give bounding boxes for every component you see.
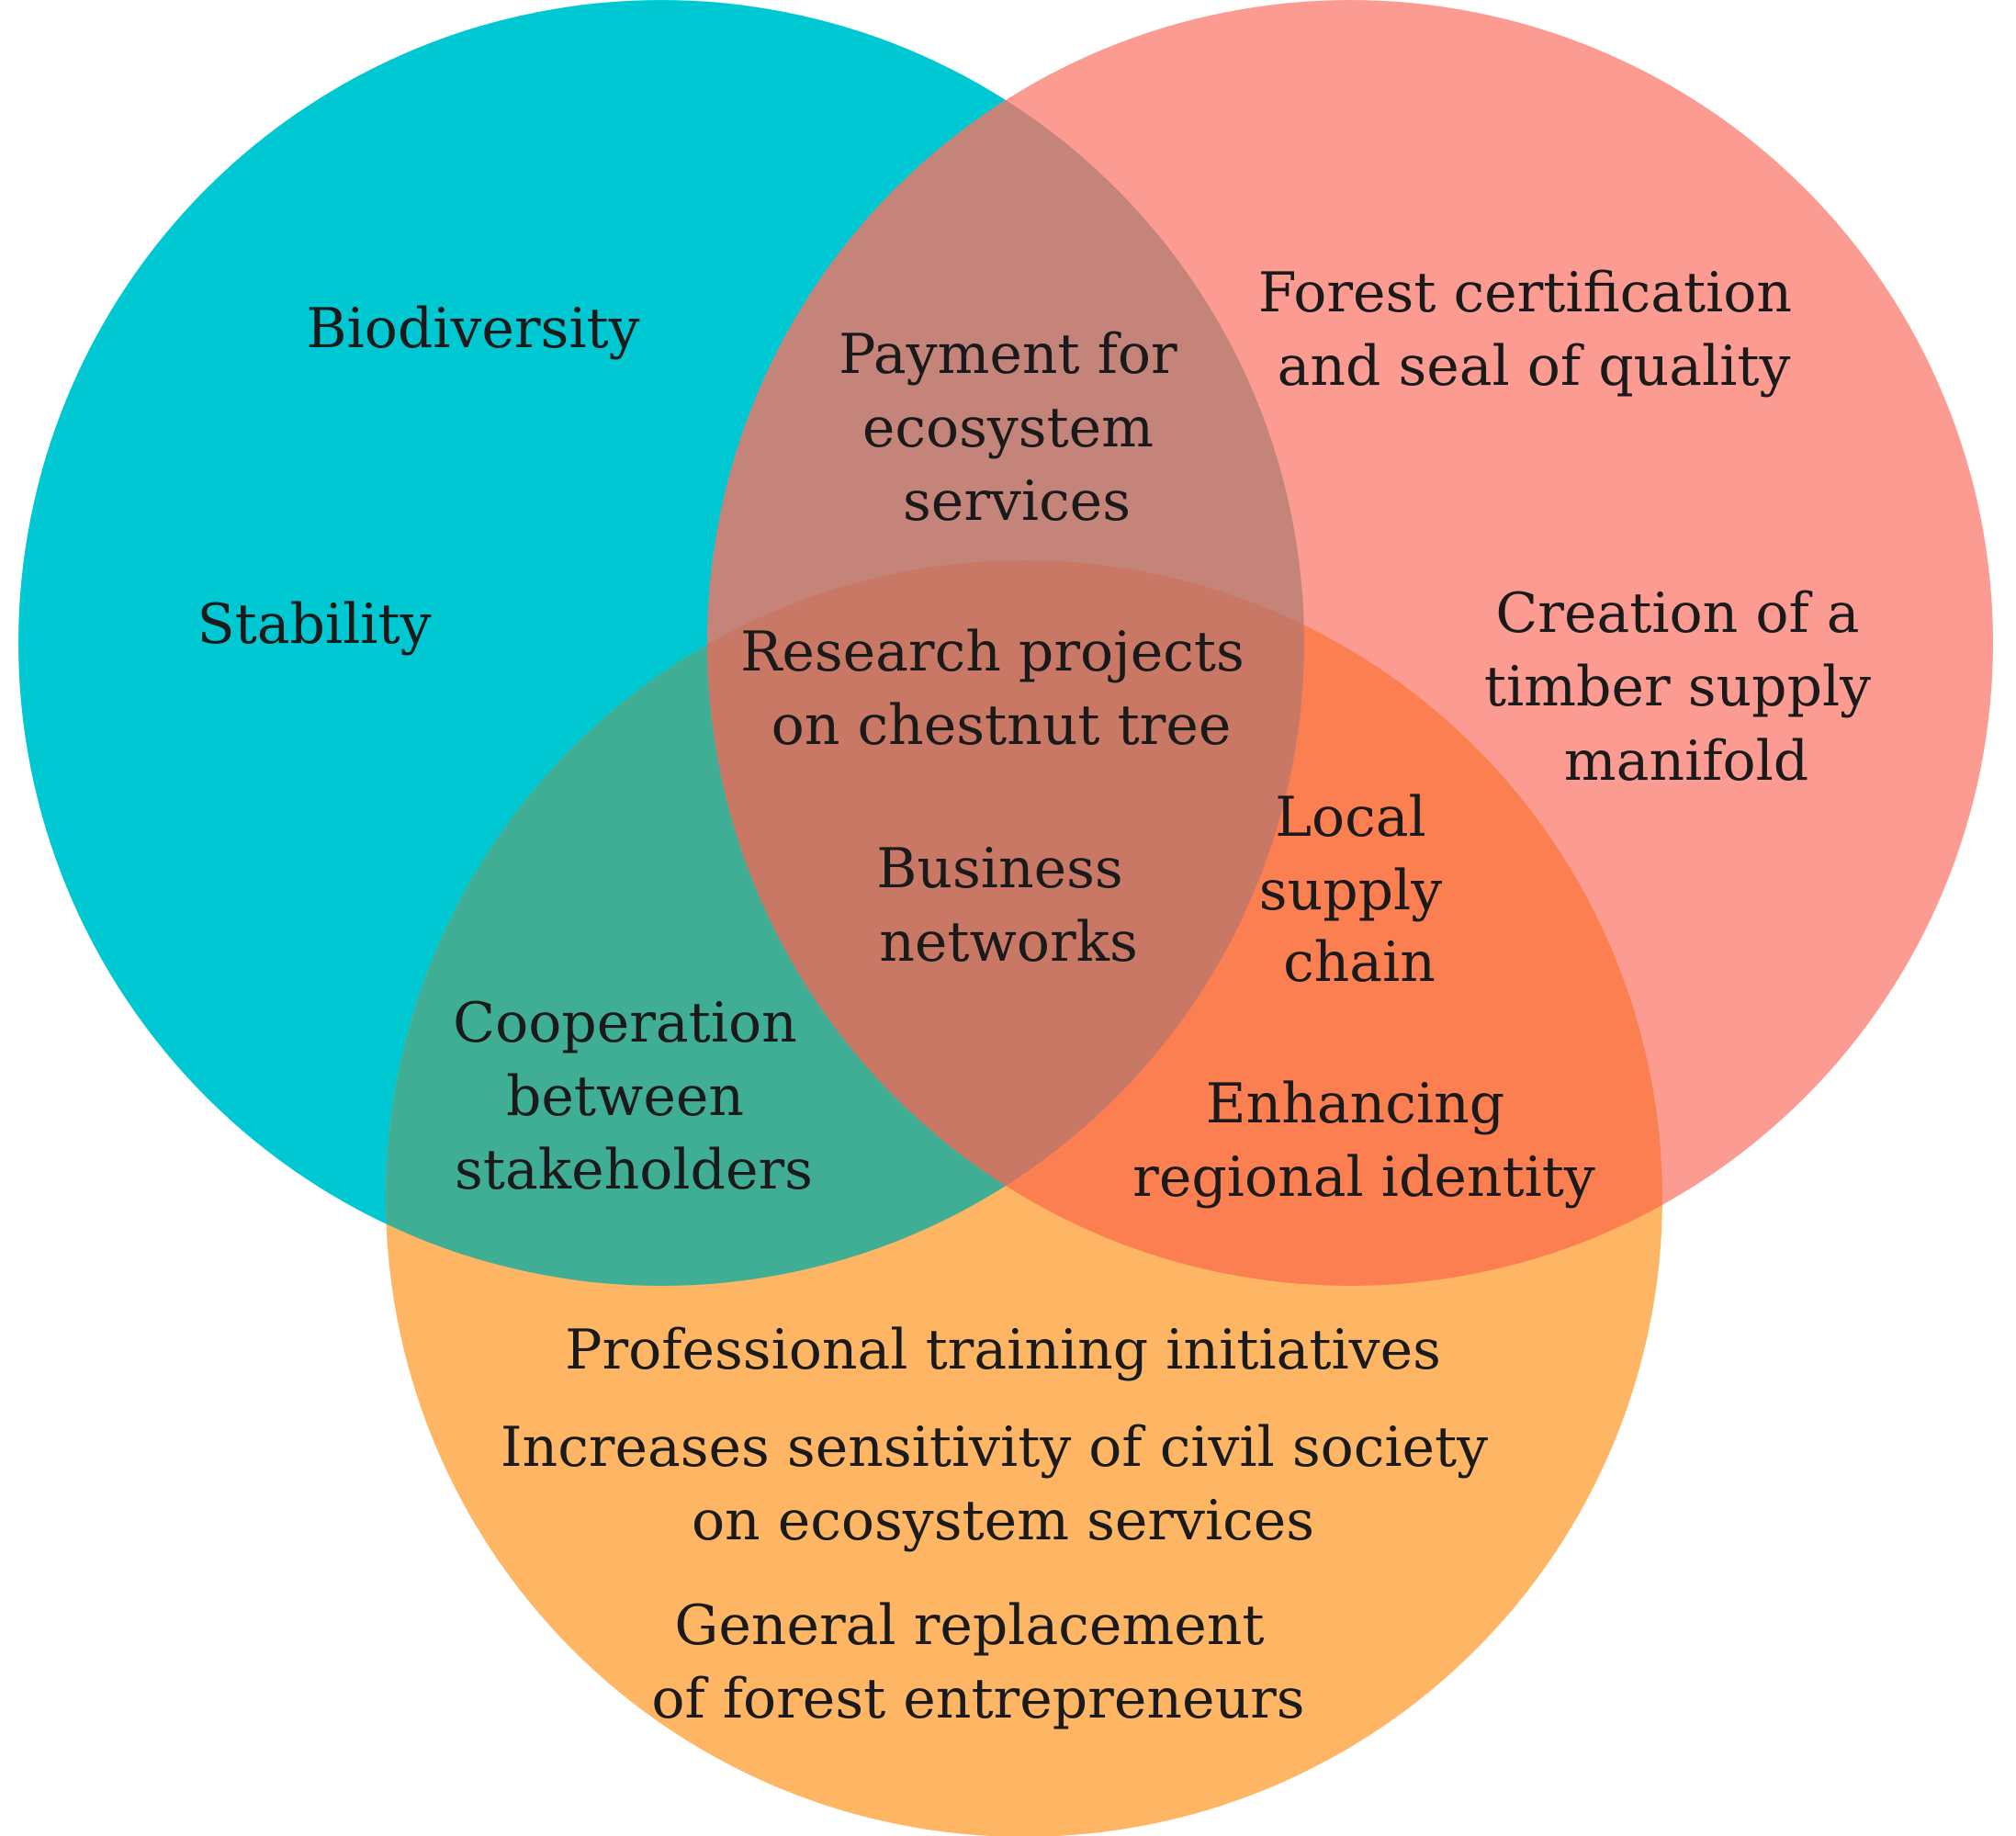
payment-line-3: services bbox=[903, 469, 1131, 534]
cooperation-label: Cooperation between stakeholders bbox=[453, 991, 815, 1202]
civil-society-label: Increases sensitivity of civil society o… bbox=[501, 1415, 1505, 1553]
biodiversity-line-1: Biodiversity bbox=[306, 297, 639, 361]
cooperation-line-2: between bbox=[506, 1064, 744, 1129]
replacement-label: General replacement of forest entreprene… bbox=[651, 1594, 1304, 1731]
timber-supply-label: Creation of a timber supply manifold bbox=[1484, 581, 1888, 794]
business-line-1: Business bbox=[876, 837, 1122, 901]
civil-society-line-1: Increases sensitivity of civil society bbox=[501, 1415, 1488, 1480]
biodiversity-label: Biodiversity bbox=[306, 297, 639, 361]
research-label: Research projects on chestnut tree bbox=[740, 620, 1262, 758]
stability-label: Stability bbox=[197, 592, 432, 657]
payment-line-2: ecosystem bbox=[862, 396, 1154, 460]
payment-label: Payment for ecosystem services bbox=[839, 322, 1195, 534]
replacement-line-2: of forest entrepreneurs bbox=[651, 1667, 1304, 1731]
regional-identity-label: Enhancing regional identity bbox=[1132, 1072, 1595, 1210]
research-line-2: on chestnut tree bbox=[771, 693, 1232, 758]
local-supply-line-1: Local bbox=[1275, 785, 1426, 850]
cooperation-line-1: Cooperation bbox=[453, 991, 797, 1055]
timber-supply-line-1: Creation of a bbox=[1495, 581, 1859, 646]
local-supply-line-3: chain bbox=[1283, 930, 1436, 995]
timber-supply-line-3: manifold bbox=[1564, 729, 1808, 794]
stability-line-1: Stability bbox=[197, 592, 432, 657]
professional-training-label: Professional training initiatives bbox=[565, 1318, 1441, 1382]
local-supply-line-2: supply bbox=[1259, 859, 1442, 923]
local-supply-label: Local supply chain bbox=[1259, 785, 1459, 995]
timber-supply-line-2: timber supply bbox=[1484, 655, 1871, 719]
business-line-2: networks bbox=[879, 910, 1138, 974]
payment-line-1: Payment for bbox=[839, 322, 1177, 387]
replacement-line-1: General replacement bbox=[674, 1594, 1264, 1658]
cooperation-line-3: stakeholders bbox=[455, 1138, 813, 1202]
forest-certification-line-1: Forest certification bbox=[1258, 261, 1792, 325]
professional-training-line-1: Professional training initiatives bbox=[565, 1318, 1441, 1382]
business-label: Business networks bbox=[876, 837, 1141, 974]
research-line-1: Research projects bbox=[740, 620, 1245, 684]
civil-society-line-2: on ecosystem services bbox=[692, 1489, 1314, 1553]
regional-identity-line-2: regional identity bbox=[1132, 1145, 1595, 1210]
forest-certification-label: Forest certification and seal of quality bbox=[1258, 261, 1809, 399]
regional-identity-line-1: Enhancing bbox=[1206, 1072, 1504, 1136]
forest-certification-line-2: and seal of quality bbox=[1278, 334, 1791, 399]
